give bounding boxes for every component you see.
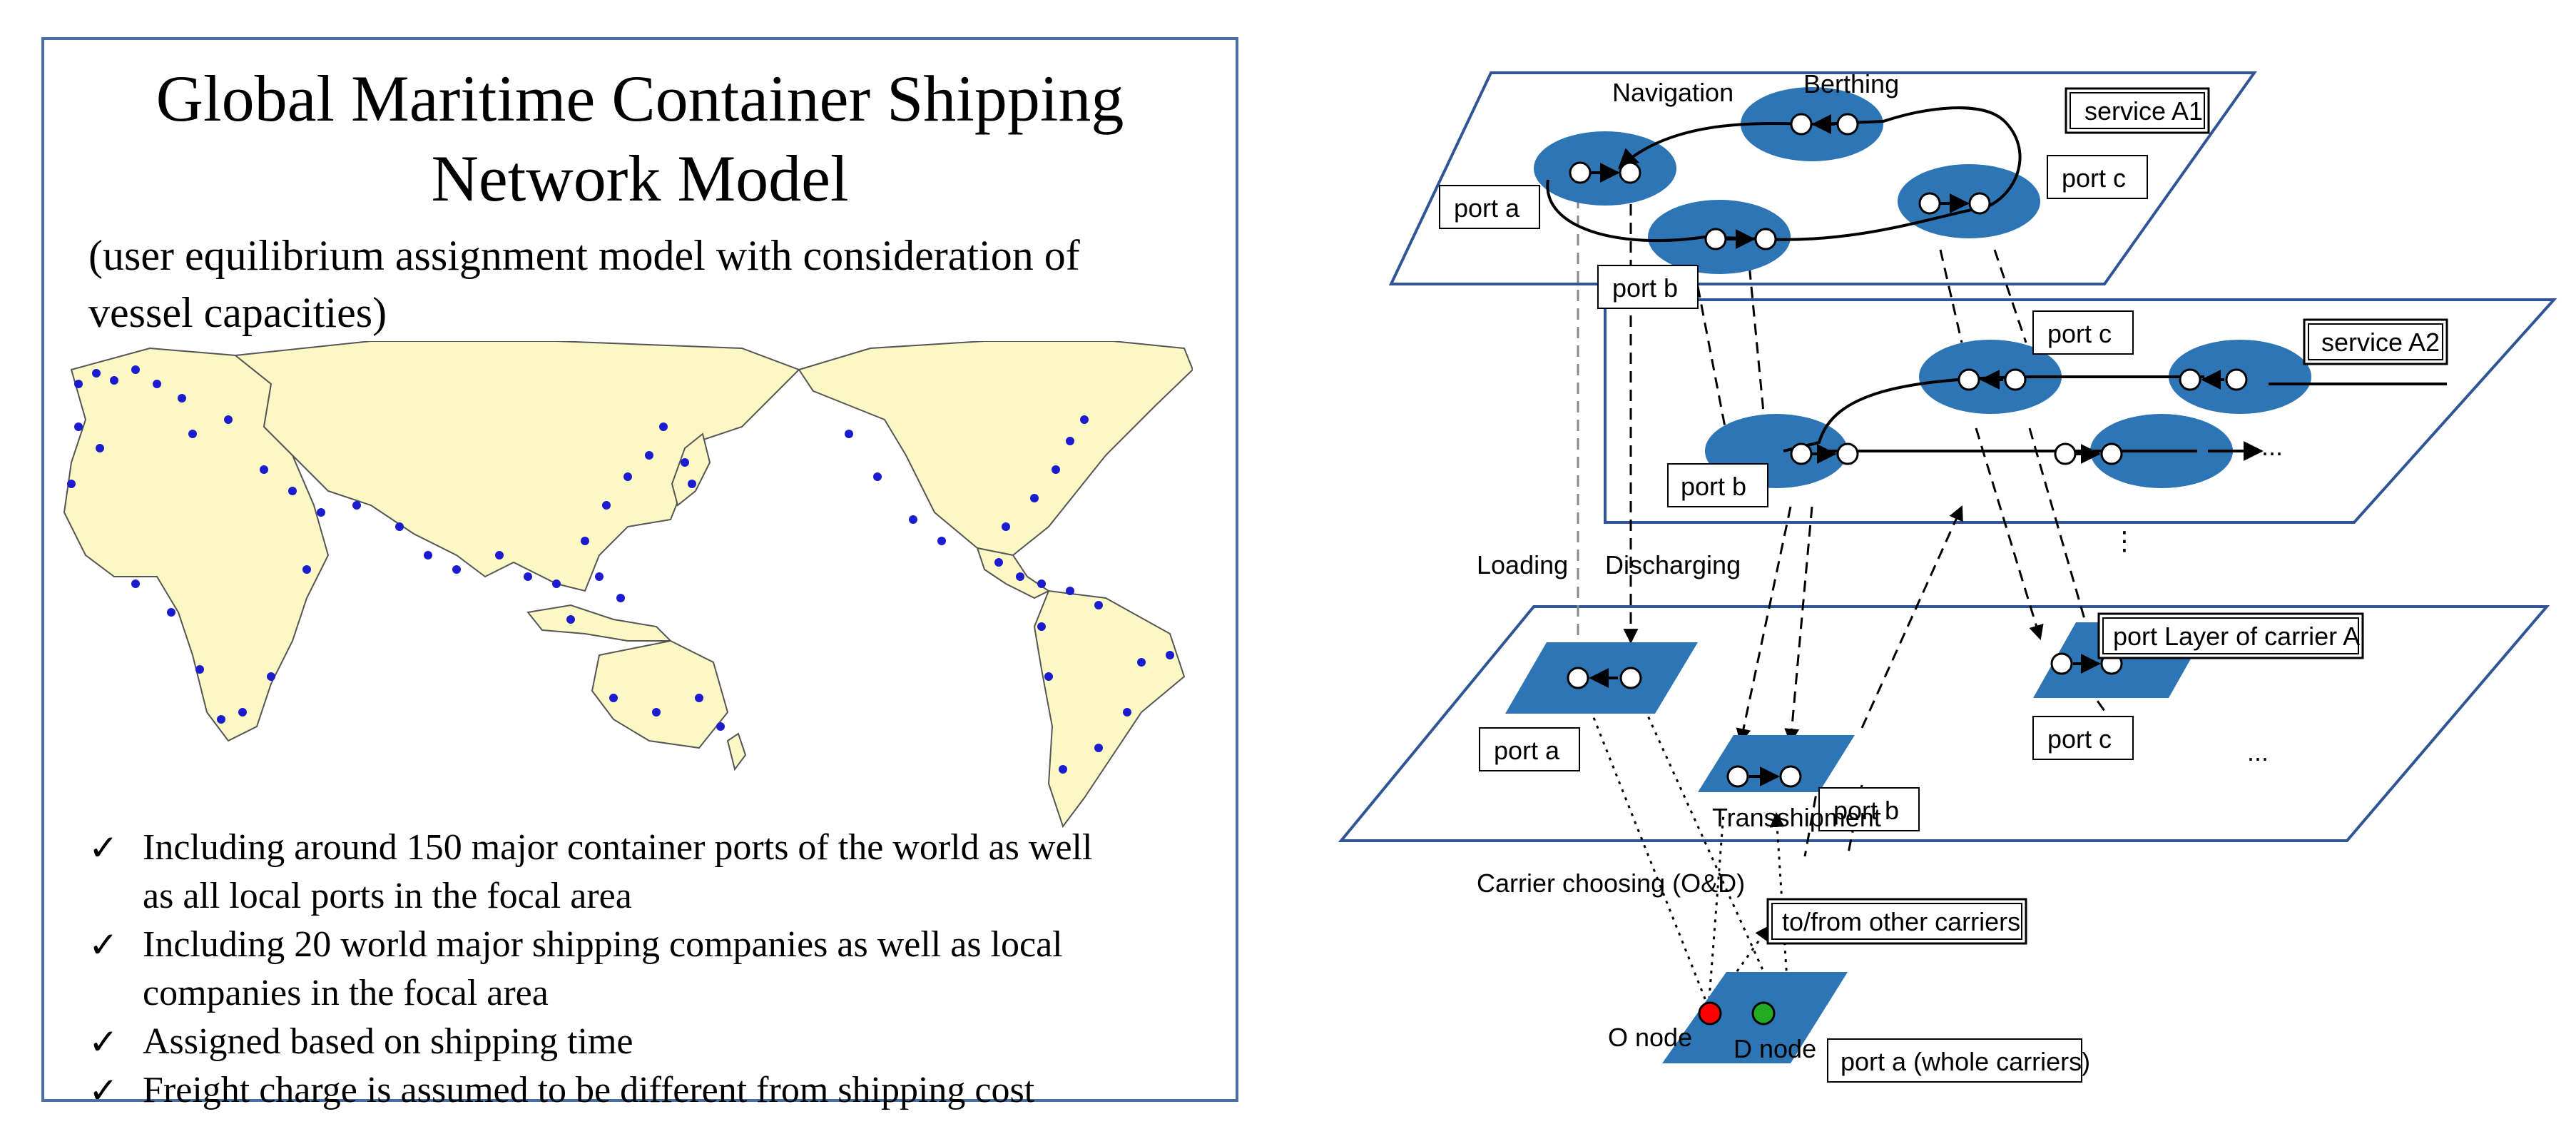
label-port-b-a1: port b: [1612, 273, 1678, 303]
label-transshipment: Transshipment: [1712, 803, 1881, 832]
feature-text-line: Including 20 world major shipping compan…: [143, 924, 1063, 965]
check-icon: ✓: [88, 827, 118, 869]
land-japan: [671, 432, 711, 507]
label-port-b-layer: port b: [1833, 796, 1899, 825]
subtitle-line-1: (user equilibrium assignment model with …: [88, 232, 1080, 279]
label-carrier-choosing: Carrier choosing (O&D): [1477, 869, 1745, 898]
label-navigation: Navigation: [1612, 78, 1734, 107]
land-asia: [233, 341, 800, 592]
label-port-layer: port Layer of carrier A: [2113, 622, 2360, 651]
land-south-america: [1033, 589, 1186, 829]
feature-item: ✓ Assigned based on shipping time: [80, 1018, 1228, 1066]
model-description-panel: Global Maritime Container Shipping Netwo…: [41, 37, 1238, 1111]
od-nodes: [1698, 1001, 1776, 1026]
land-north-america: [798, 341, 1193, 557]
title-line-1: Global Maritime Container Shipping: [156, 62, 1124, 135]
feature-text-line: companies in the focal area: [143, 973, 549, 1013]
feature-text-line: as all local ports in the focal area: [143, 876, 632, 916]
boxed-labels: service A1 port a port c port b port c s…: [1439, 87, 2448, 1083]
service-a2-route: [1783, 375, 2447, 451]
label-to-from-other: to/from other carriers: [1782, 907, 2020, 936]
title-line-2: Network Model: [431, 142, 849, 215]
destination-node: [1751, 1001, 1776, 1026]
label-port-c-layer: port c: [2047, 724, 2112, 754]
feature-item: ✓ Including around 150 major container p…: [80, 824, 1228, 921]
label-service-a2: service A2: [2321, 328, 2440, 357]
subtitle: (user equilibrium assignment model with …: [88, 227, 1230, 341]
label-loading: Loading: [1477, 550, 1568, 579]
port-b-layer-node: [1698, 735, 1855, 792]
label-whole-carriers: port a (whole carriers): [1841, 1047, 2090, 1076]
label-o-node: O node: [1608, 1023, 1692, 1052]
service-a1-plane: [1388, 71, 2257, 285]
service-a2-ports: [1705, 340, 2311, 488]
inner-arrows: [1589, 114, 2224, 786]
label-port-b-a2: port b: [1681, 472, 1746, 501]
label-port-c-a2: port c: [2047, 319, 2112, 348]
land-new-zealand: [726, 732, 747, 771]
ellipsis-port-layer: ...: [2247, 737, 2269, 766]
label-port-c-a1: port c: [2062, 163, 2126, 193]
label-port-a-layer: port a: [1494, 736, 1560, 765]
feature-item: ✓ Including 20 world major shipping comp…: [80, 921, 1228, 1018]
vdots-layers: ⋮: [2112, 526, 2137, 555]
land-australia: [591, 639, 729, 749]
check-icon: ✓: [88, 1070, 118, 1111]
service-a2-plane: [1604, 298, 2557, 524]
subtitle-line-2: vessel capacities): [88, 289, 387, 336]
service-a1-route: [1546, 106, 2022, 243]
berth-nodes: [1567, 113, 2248, 788]
port-layer-plane: [1338, 605, 2550, 842]
map-land: [63, 341, 1193, 829]
carrier-choosing-links: [1577, 677, 1791, 1014]
port-layer-nodes: [1505, 622, 2211, 1063]
feature-list: ✓ Including around 150 major container p…: [80, 824, 1228, 1115]
feature-text-line: Freight charge is assumed to be differen…: [143, 1070, 1035, 1110]
ellipsis-a2: ...: [2261, 432, 2283, 461]
label-discharging: Discharging: [1605, 550, 1741, 579]
origin-node: [1698, 1001, 1722, 1026]
check-icon: ✓: [88, 1021, 118, 1063]
label-service-a1: service A1: [2084, 96, 2203, 126]
world-port-map: [57, 341, 1193, 834]
label-d-node: D node: [1734, 1034, 1816, 1063]
check-icon: ✓: [88, 924, 118, 966]
label-port-a-a1: port a: [1454, 193, 1520, 223]
feature-text-line: Assigned based on shipping time: [143, 1021, 633, 1062]
label-berthing: Berthing: [1803, 69, 1899, 98]
feature-item: ✓ Freight charge is assumed to be differ…: [80, 1066, 1228, 1115]
network-layer-diagram: Navigation Berthing service A1 port a po…: [1338, 69, 2557, 1083]
port-markers: [67, 365, 1174, 774]
feature-text-line: Including around 150 major container por…: [143, 827, 1093, 868]
